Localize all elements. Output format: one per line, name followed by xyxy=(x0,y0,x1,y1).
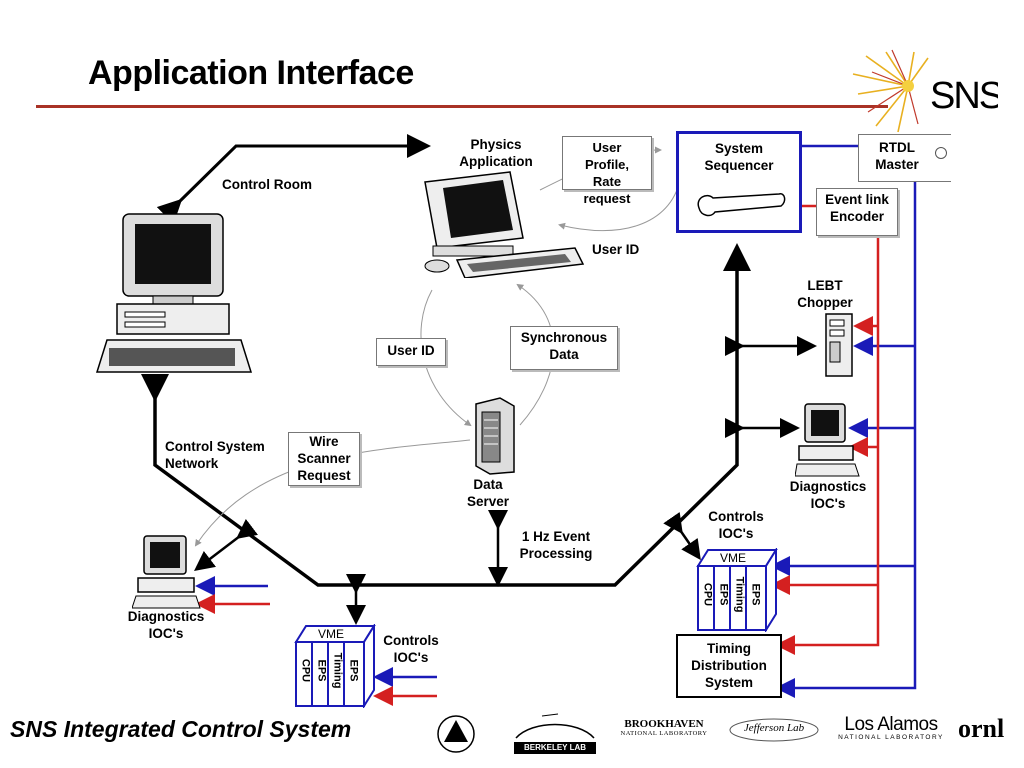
jefferson-lab-logo: Jefferson Lab xyxy=(724,716,824,746)
data-server-label: Data Server xyxy=(466,477,510,509)
data-server-icon xyxy=(475,397,515,475)
ornl-logo: ornl xyxy=(958,714,1005,743)
lebt-chopper-label: LEBT Chopper xyxy=(797,278,853,310)
vme-card-eps2: EPS xyxy=(749,583,762,606)
user-profile-box[interactable]: User Profile, Rate request xyxy=(562,136,652,206)
sns-logo-icon: SNS xyxy=(852,49,998,133)
synchronous-data-box: Synchronous Data xyxy=(510,326,618,370)
brookhaven-text: BROOKHAVEN xyxy=(624,718,704,730)
vme-card-cpu: CPU xyxy=(701,582,714,607)
timing-distribution-system[interactable]: Timing Distribution System xyxy=(676,634,782,698)
los-alamos-text: Los Alamos xyxy=(844,714,938,735)
diagnostics-iocs-right-label: Diagnostics IOC's xyxy=(789,479,867,511)
brookhaven-sub-text: NATIONAL LABORATORY xyxy=(620,730,708,737)
vme-crate-right-icon xyxy=(696,548,778,632)
rtdl-master[interactable]: RTDL Master xyxy=(858,134,951,182)
diagnostics-ioc-right-icon xyxy=(795,403,860,477)
vme-card-timing: Timing xyxy=(331,652,344,689)
vme-card-eps: EPS xyxy=(717,583,730,606)
vme-card-cpu: CPU xyxy=(299,658,312,683)
physics-workstation-icon xyxy=(424,171,585,278)
footer-title: SNS Integrated Control System xyxy=(10,716,352,742)
tag-hole-icon xyxy=(935,147,947,159)
brand-text: SNS xyxy=(930,75,998,117)
vme-label: VME xyxy=(720,551,747,565)
los-alamos-logo: Los Alamos NATIONAL LABORATORY xyxy=(836,714,946,741)
timing-distribution-label: Timing Distribution System xyxy=(691,641,767,690)
user-id-box: User ID xyxy=(376,338,446,366)
title-rule xyxy=(36,105,888,108)
controls-iocs-bottom-label: Controls IOC's xyxy=(383,633,439,665)
vme-label: VME xyxy=(318,627,345,641)
scroll-icon xyxy=(697,193,786,217)
vme-crate-bottom-icon xyxy=(294,624,376,708)
diagnostics-ioc-left-icon xyxy=(132,535,201,609)
page-title: Application Interface xyxy=(88,54,414,92)
lebt-chopper-icon xyxy=(825,313,853,377)
berkeley-lab-logo: BERKELEY LAB xyxy=(512,712,598,756)
jefferson-lab-icon xyxy=(729,718,819,742)
berkeley-lab-icon xyxy=(515,713,595,739)
jefferson-lab-text: Jefferson Lab xyxy=(743,722,805,734)
berkeley-lab-text: BERKELEY LAB xyxy=(514,742,596,754)
event-processing-label: 1 Hz Event Processing xyxy=(519,529,593,561)
vme-crate-right[interactable]: VME CPU EPS Timing EPS xyxy=(696,548,778,632)
controls-iocs-right-label: Controls IOC's xyxy=(708,509,764,541)
wire-scanner-request-box: Wire Scanner Request xyxy=(288,432,360,486)
control-system-network-label: Control System Network xyxy=(165,439,265,471)
vme-card-timing: Timing xyxy=(733,576,746,613)
vme-crate-bottom[interactable]: VME CPU EPS Timing EPS xyxy=(294,624,376,708)
brookhaven-logo: BROOKHAVEN NATIONAL LABORATORY xyxy=(614,718,714,737)
los-alamos-sub-text: NATIONAL LABORATORY xyxy=(838,734,944,741)
control-room-label: Control Room xyxy=(222,177,312,192)
event-link-encoder[interactable]: Event link Encoder xyxy=(816,188,898,236)
argonne-logo-icon xyxy=(437,715,475,753)
user-id-top-label: User ID xyxy=(592,242,640,257)
user-profile-label: User Profile, Rate request xyxy=(583,140,631,206)
vme-card-eps: EPS xyxy=(315,659,328,682)
system-sequencer[interactable]: System Sequencer xyxy=(676,131,802,233)
system-sequencer-label: System Sequencer xyxy=(704,141,774,173)
diagnostics-iocs-left-label: Diagnostics IOC's xyxy=(127,609,205,641)
control-room-computer-icon xyxy=(95,213,253,373)
vme-card-eps2: EPS xyxy=(347,659,360,682)
physics-application-label: Physics Application xyxy=(459,137,533,169)
rtdl-master-label: RTDL Master xyxy=(875,140,919,172)
